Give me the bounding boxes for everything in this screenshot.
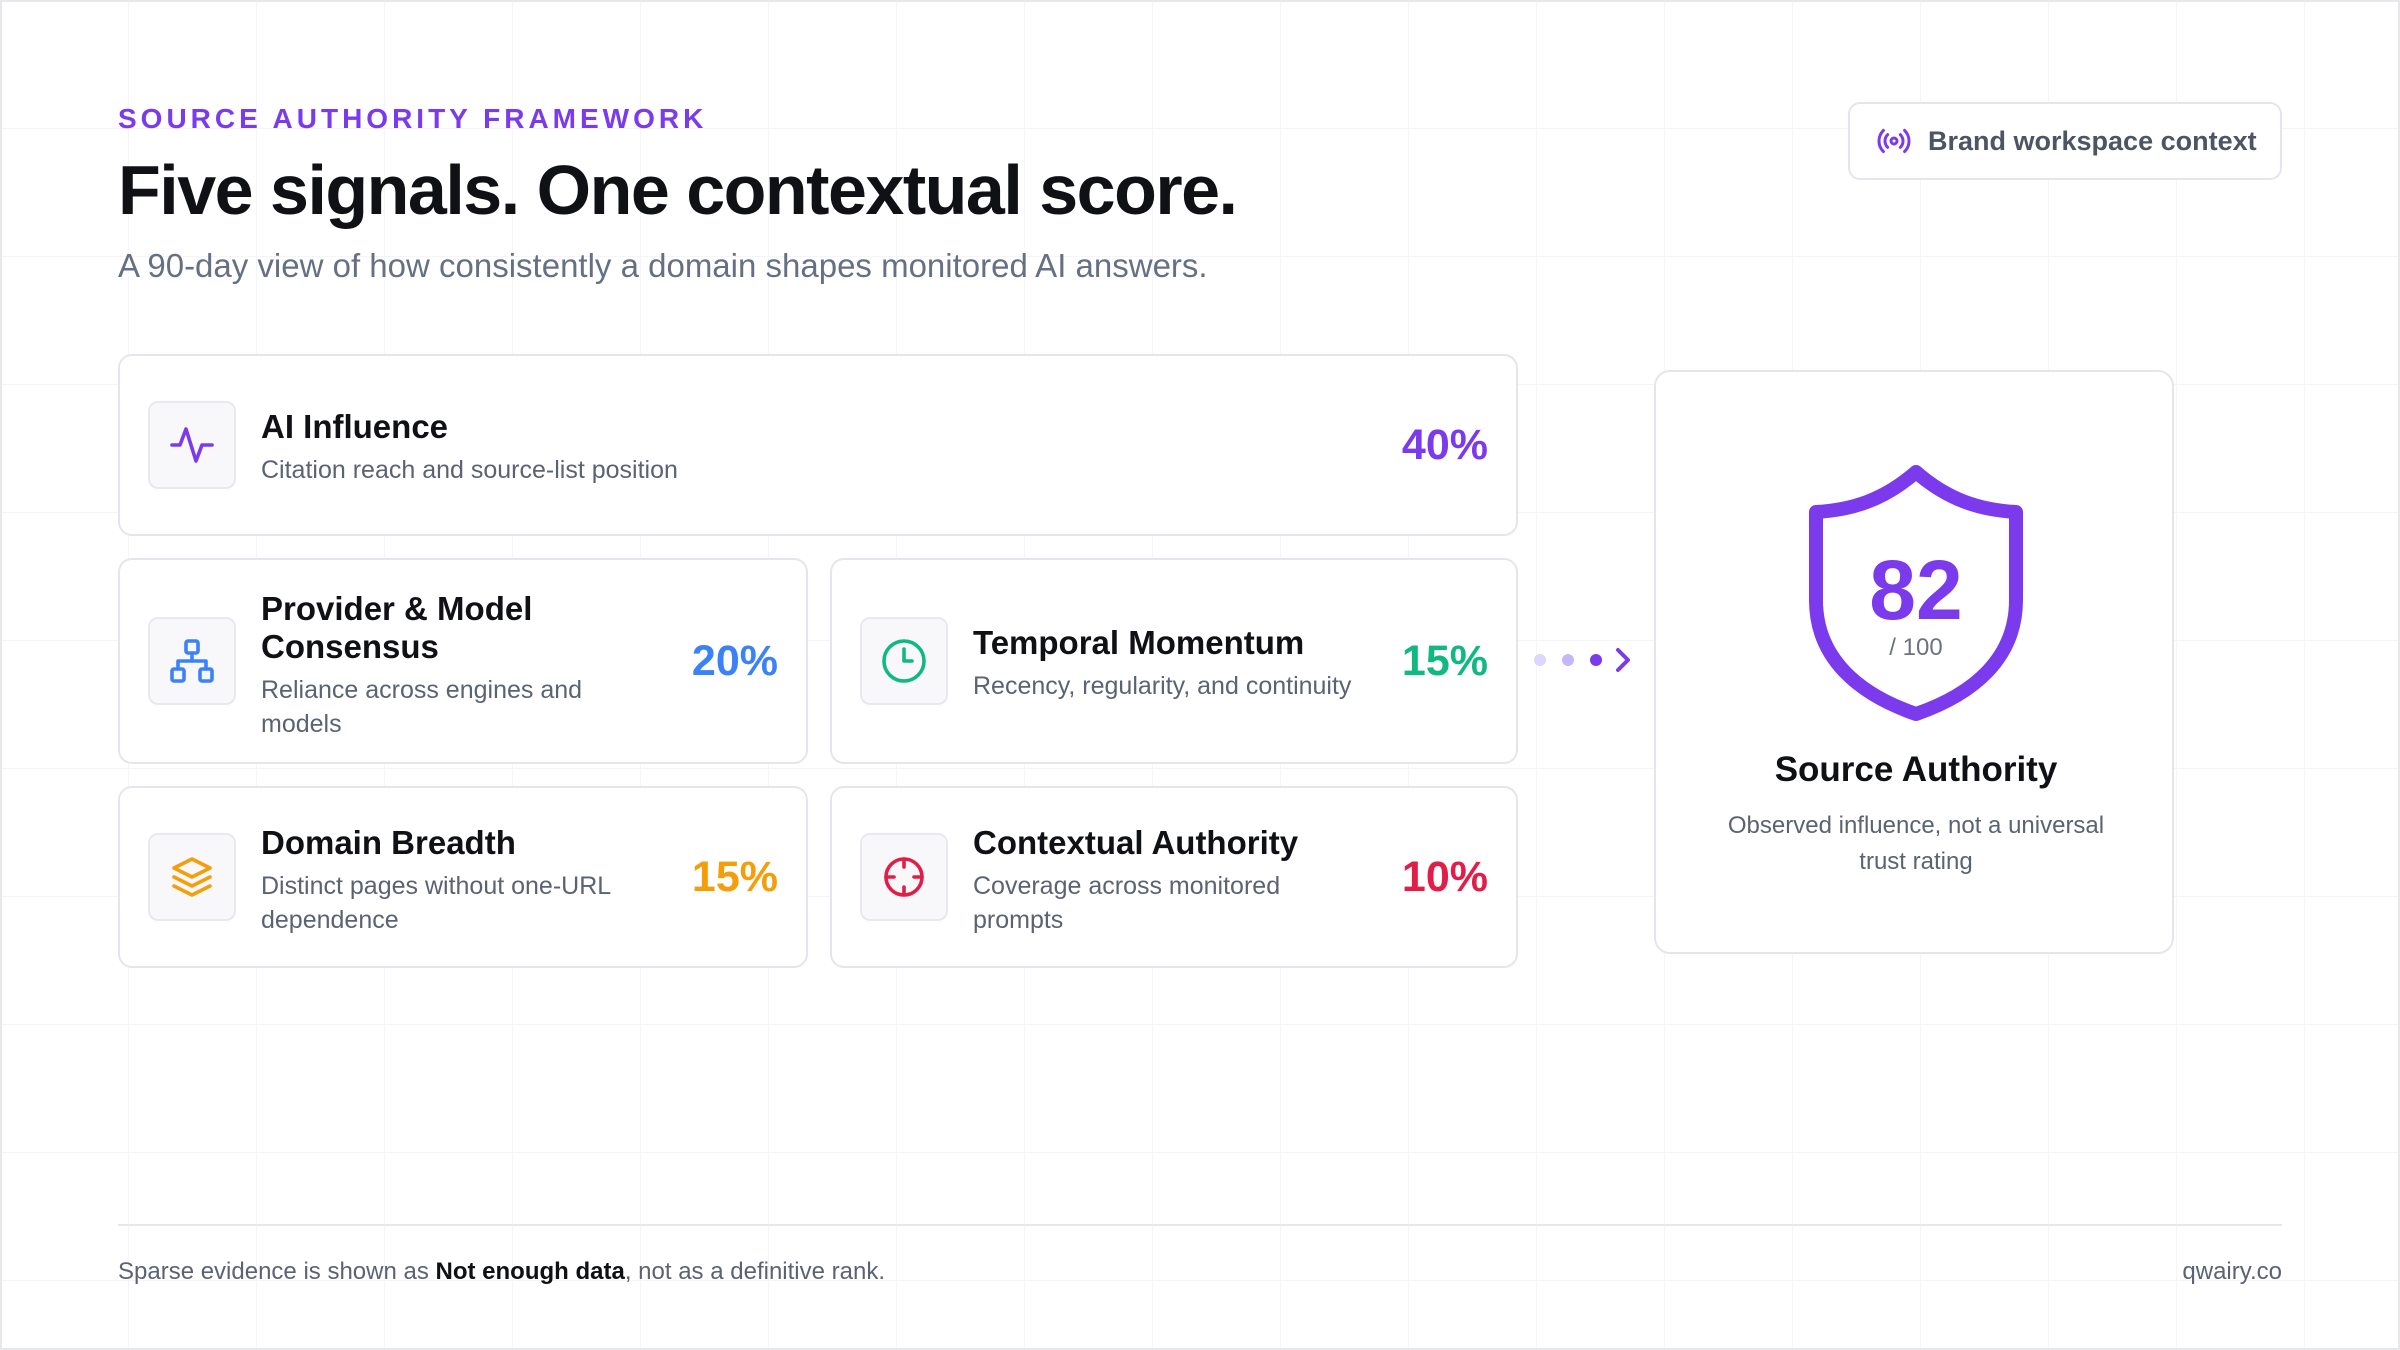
- signal-card-provider-model-consensus: Provider & Model Consensus Reliance acro…: [118, 558, 808, 764]
- signal-title: Contextual Authority: [973, 824, 1299, 861]
- shield-icon: [1809, 465, 2023, 721]
- score-title: Source Authority: [1774, 750, 2058, 789]
- score-description: Observed influence, not a universal trus…: [1727, 812, 2105, 875]
- signal-title: Provider & Model Consensus: [261, 590, 533, 665]
- signal-desc: Coverage across monitored prompts: [973, 871, 1281, 934]
- footer-note-emphasis: Not enough data: [435, 1258, 625, 1285]
- connector-dot: [1590, 654, 1602, 666]
- footer-brand: qwairy.co: [2182, 1258, 2282, 1285]
- signal-weight: 10%: [1401, 852, 1488, 901]
- footer-note: Sparse evidence is shown as Not enough d…: [118, 1258, 885, 1286]
- hierarchy-network-icon: [148, 617, 236, 705]
- connector-dot: [1534, 654, 1546, 666]
- source-authority-score-card: 82 / 100 Source Authority Observed influ…: [1654, 370, 2174, 954]
- signal-desc: Recency, regularity, and continuity: [973, 671, 1352, 700]
- broadcast-icon: [1876, 123, 1912, 159]
- signal-desc: Reliance across engines and models: [261, 675, 583, 738]
- page-subtitle: A 90-day view of how consistently a doma…: [118, 247, 1208, 284]
- clock-icon: [860, 617, 948, 705]
- signal-weight: 20%: [691, 636, 778, 685]
- signal-desc: Citation reach and source-list position: [261, 455, 678, 484]
- score-value: 82: [1869, 543, 1963, 637]
- signal-weight: 40%: [1401, 420, 1488, 469]
- crosshair-target-icon: [860, 833, 948, 921]
- signal-desc: Distinct pages without one-URL dependenc…: [261, 871, 611, 934]
- workspace-context-label: Brand workspace context: [1928, 125, 2257, 156]
- layers-stack-icon: [148, 833, 236, 921]
- signal-card-temporal-momentum: Temporal Momentum Recency, regularity, a…: [830, 558, 1518, 764]
- signal-weight: 15%: [1401, 636, 1488, 685]
- activity-pulse-icon: [148, 401, 236, 489]
- signal-card-contextual-authority: Contextual Authority Coverage across mon…: [830, 786, 1518, 968]
- signal-card-ai-influence: AI Influence Citation reach and source-l…: [118, 354, 1518, 536]
- connector-dot: [1562, 654, 1574, 666]
- signal-title: AI Influence: [261, 408, 449, 445]
- signal-weight: 15%: [691, 852, 778, 901]
- chevron-right-icon: [1616, 648, 1630, 672]
- flow-connector: [1532, 640, 1644, 680]
- workspace-context-button[interactable]: Brand workspace context: [1848, 102, 2282, 180]
- footer-divider: [118, 1224, 2282, 1226]
- eyebrow-label: SOURCE AUTHORITY FRAMEWORK: [118, 103, 708, 134]
- page-title: Five signals. One contextual score.: [118, 151, 1238, 229]
- signal-title: Temporal Momentum: [973, 624, 1305, 661]
- signal-card-domain-breadth: Domain Breadth Distinct pages without on…: [118, 786, 808, 968]
- footer-note-suffix: , not as a definitive rank.: [624, 1258, 885, 1285]
- signal-title: Domain Breadth: [261, 824, 516, 861]
- footer-note-prefix: Sparse evidence is shown as: [118, 1258, 436, 1285]
- score-max: / 100: [1889, 634, 1943, 661]
